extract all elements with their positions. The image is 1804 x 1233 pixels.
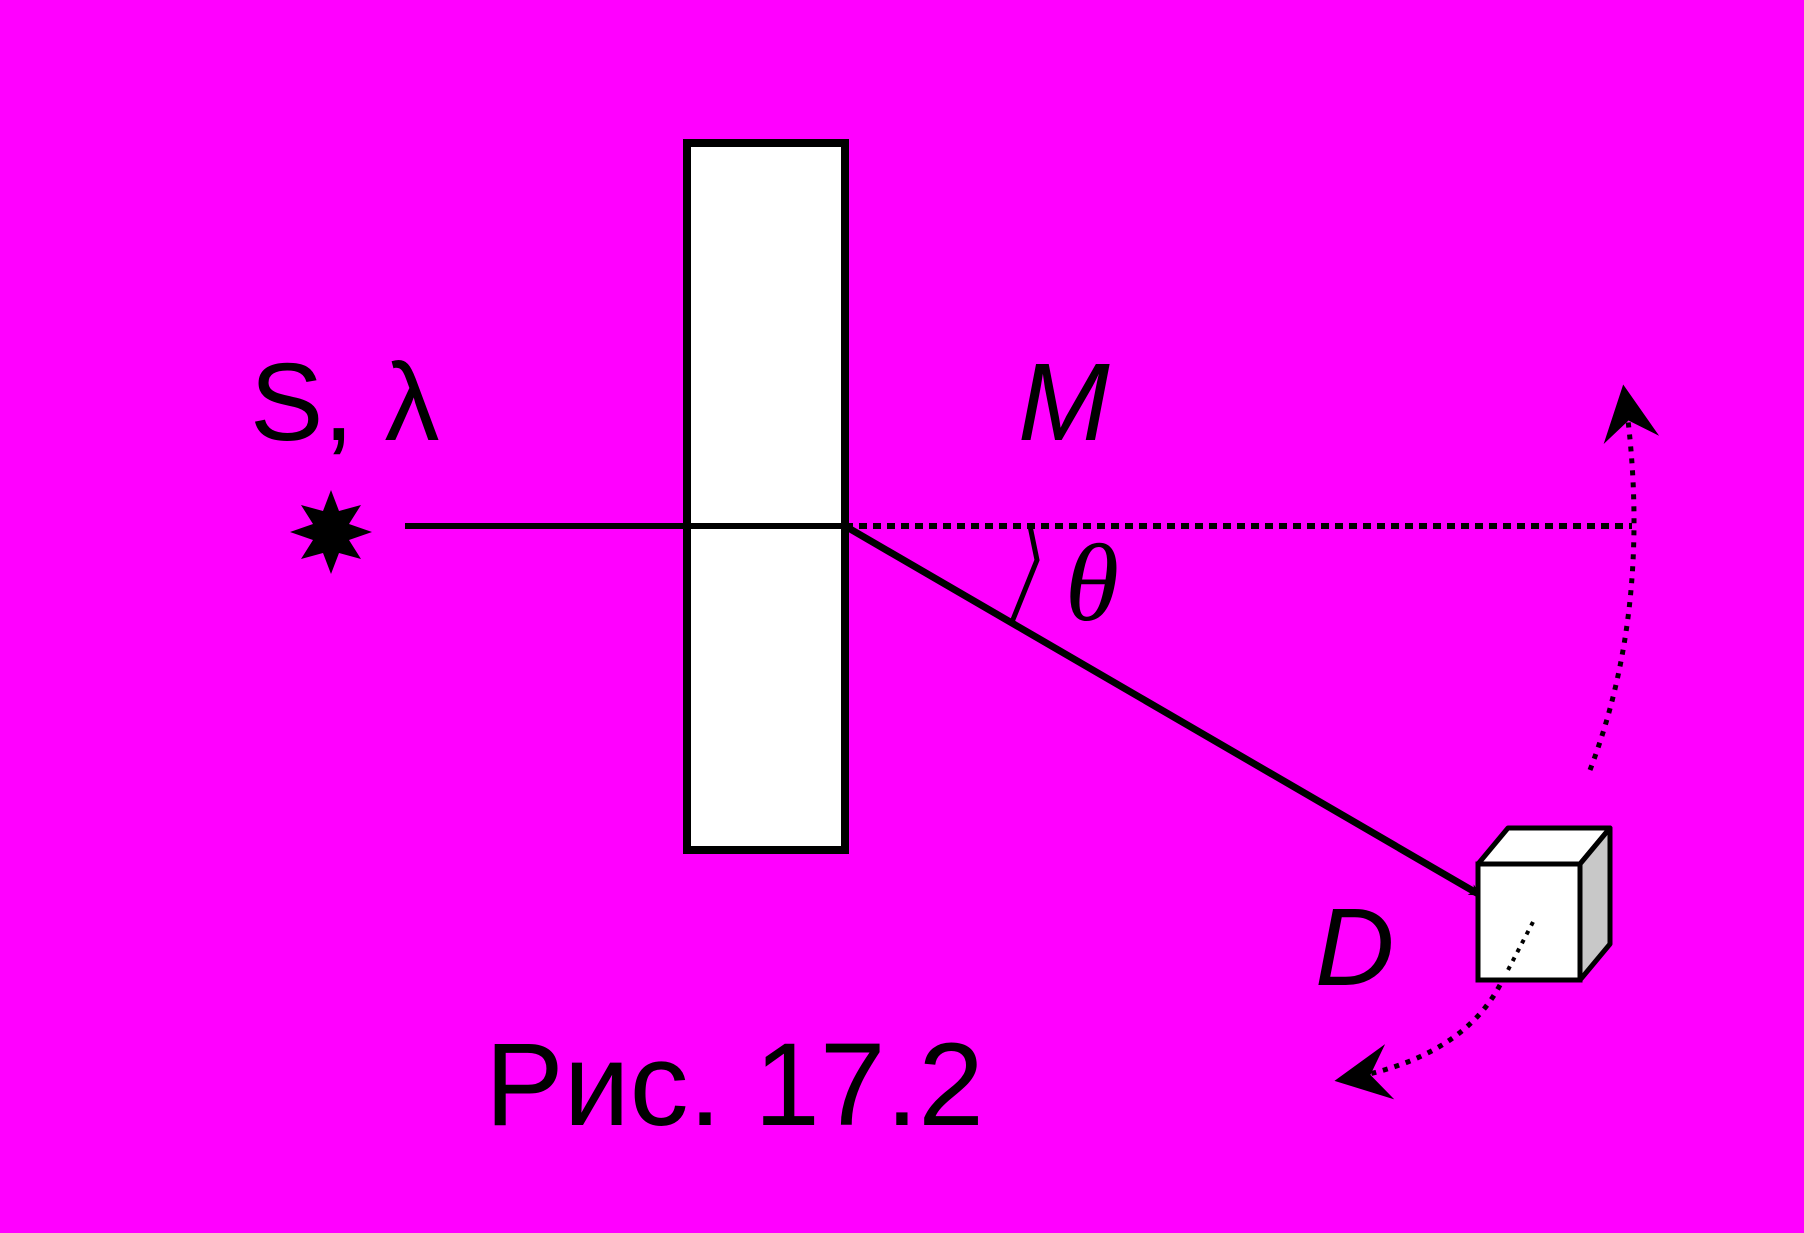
medium-label: M (1018, 341, 1110, 464)
diffracted-ray (843, 522, 1482, 899)
rotation-arrow-down (1334, 983, 1503, 1100)
angle-label: θ (1065, 522, 1119, 644)
star-burst-icon (290, 490, 372, 574)
angle-arc (1009, 525, 1040, 623)
rotation-arrow-up (1587, 384, 1660, 771)
figure-caption: Рис. 17.2 (485, 1019, 984, 1151)
source-label: S, λ (250, 341, 440, 464)
detector-label: D (1315, 886, 1394, 1009)
slit-plate (683, 139, 849, 854)
cube-icon (1475, 825, 1613, 983)
